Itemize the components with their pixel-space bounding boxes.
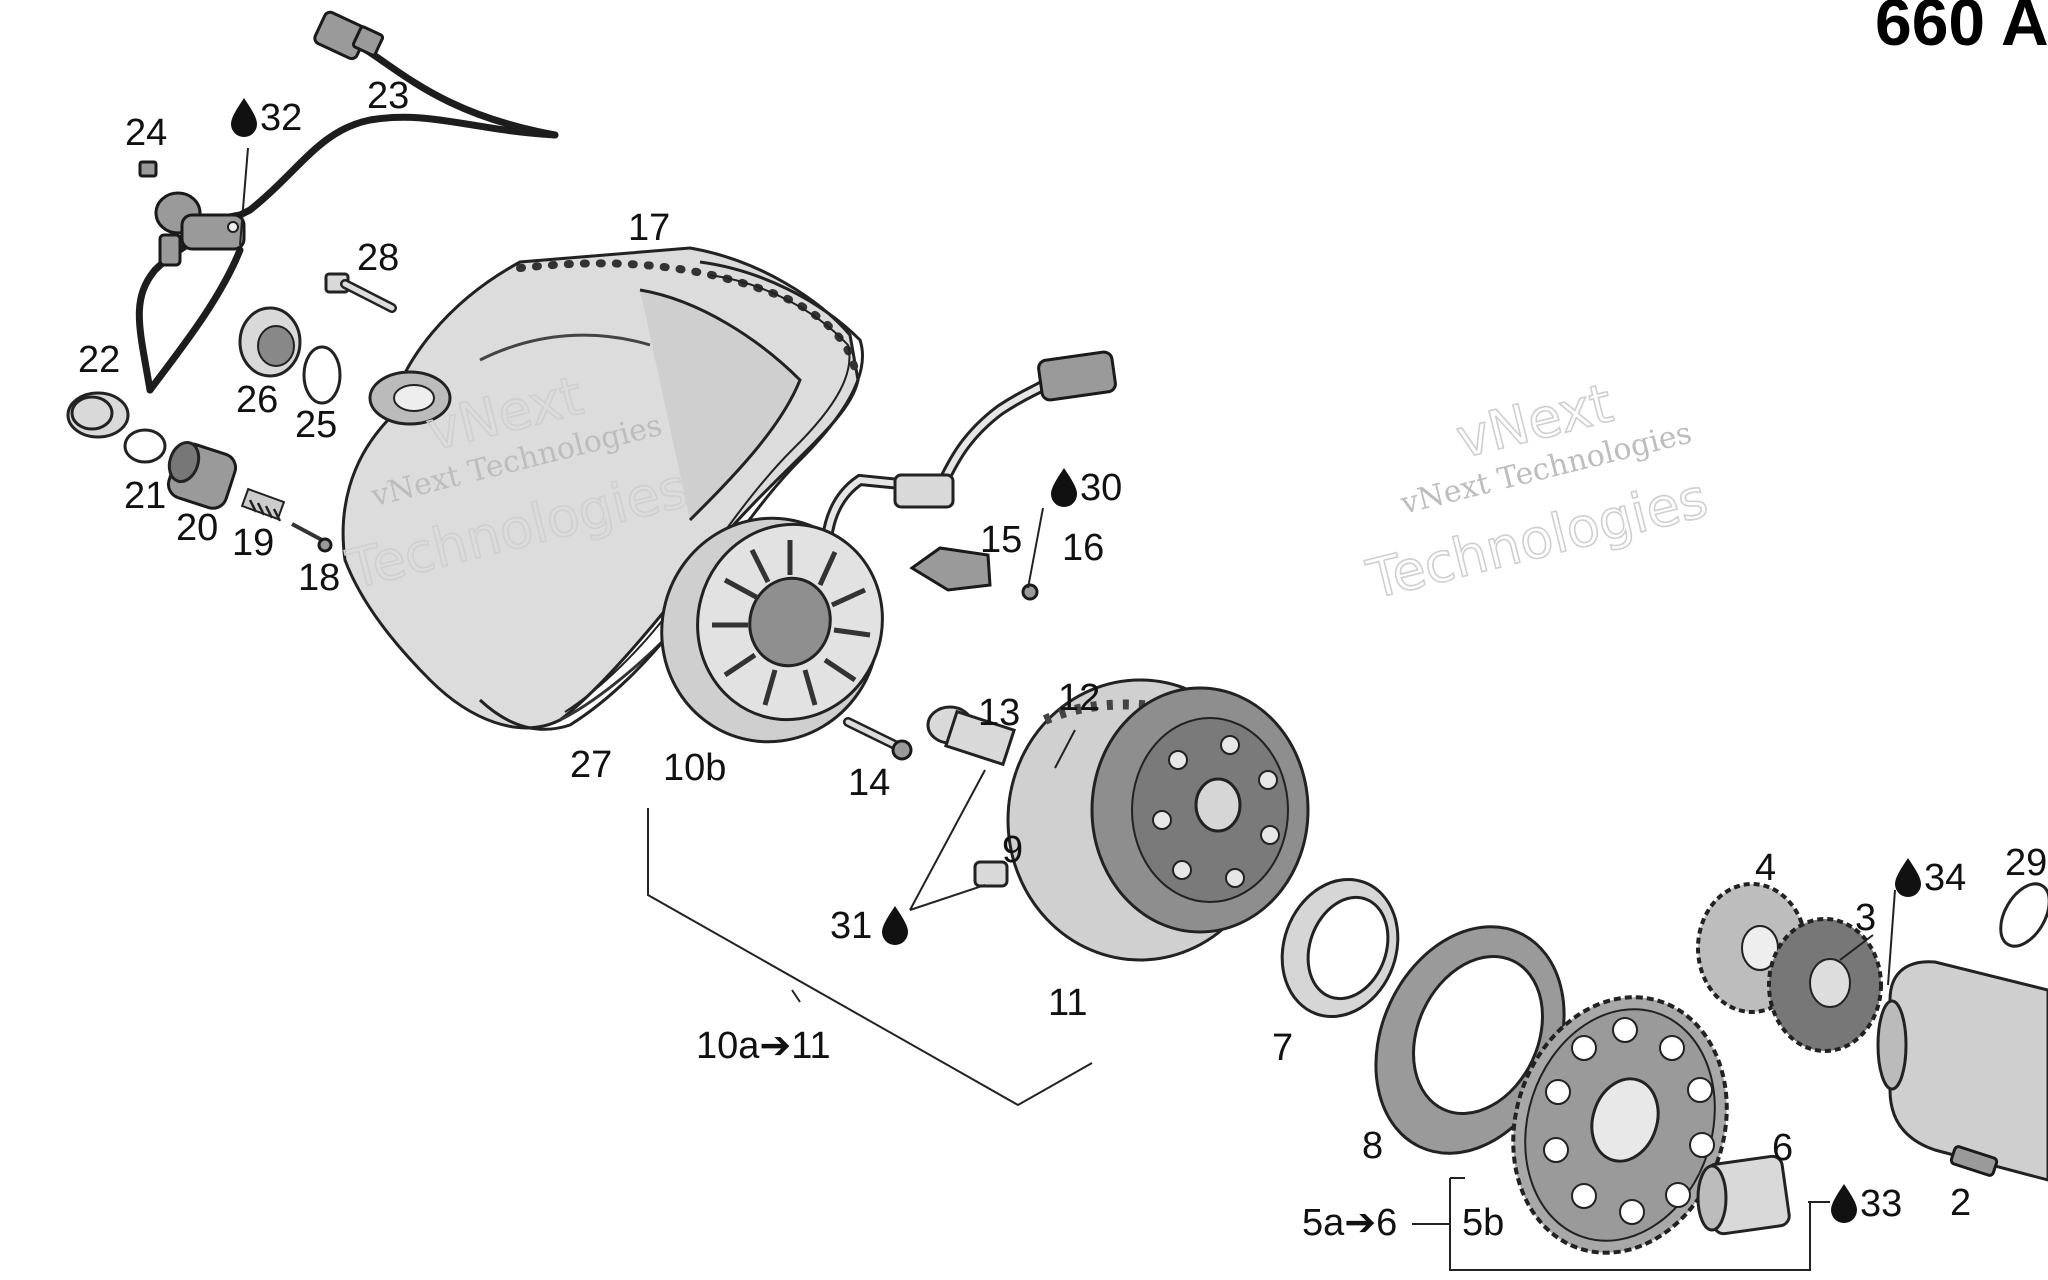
label-15: 15 (980, 519, 1022, 561)
label-6: 6 (1772, 1127, 1793, 1169)
callout-labels: 24 23 17 28 22 26 25 21 20 19 18 27 10b … (78, 75, 2047, 1244)
parts-26-25-28 (238, 272, 397, 405)
lubricant-callouts: 32 30 31 34 33 (231, 97, 1966, 1225)
label-14: 14 (848, 762, 890, 804)
label-10b: 10b (663, 747, 726, 789)
label-2: 2 (1950, 1182, 1971, 1224)
starter-gear-5b (1511, 995, 1729, 1255)
lubricant-drop-icon (882, 906, 908, 945)
label-7: 7 (1272, 1027, 1293, 1069)
lubricant-drop-icon (1051, 468, 1077, 507)
label-25: 25 (295, 404, 337, 446)
label-32: 32 (260, 97, 302, 139)
label-13: 13 (978, 692, 1020, 734)
label-33: 33 (1860, 1183, 1902, 1225)
label-16: 16 (1062, 527, 1104, 569)
label-5b: 5b (1462, 1202, 1504, 1244)
speed-sensor-24 (138, 160, 246, 267)
label-11: 11 (1048, 982, 1087, 1024)
label-34: 34 (1924, 857, 1966, 899)
label-26: 26 (236, 379, 278, 421)
flywheel-11 (1006, 678, 1310, 962)
label-3: 3 (1855, 897, 1876, 939)
sprag-housing-8 (1374, 925, 1566, 1155)
label-30: 30 (1080, 467, 1122, 509)
label-20: 20 (176, 507, 218, 549)
watermark-right: vNext Technologies Technologies vNext (1360, 371, 1714, 613)
parts-left-cluster (66, 391, 333, 553)
stator-10b (660, 516, 884, 744)
label-21: 21 (124, 475, 166, 517)
lubricant-drop-icon (1831, 1184, 1857, 1223)
label-19: 19 (232, 522, 274, 564)
label-10a-11: 10a➔11 (696, 1025, 831, 1067)
label-31: 31 (830, 905, 872, 947)
label-28: 28 (357, 237, 399, 279)
ring-7 (1280, 877, 1400, 1019)
label-24: 24 (125, 112, 167, 154)
label-18: 18 (298, 557, 340, 599)
bracket-15 (909, 546, 1039, 601)
label-4: 4 (1755, 847, 1776, 889)
label-17: 17 (628, 207, 670, 249)
label-12: 12 (1058, 677, 1100, 719)
gasket-27 (478, 260, 864, 731)
lubricant-drop-icon (231, 98, 257, 137)
label-5a-6: 5a➔6 (1302, 1202, 1397, 1244)
model-title: 660 A (1875, 0, 2048, 59)
starter-motor (1876, 882, 2048, 1182)
label-23: 23 (367, 75, 409, 117)
sensor-harness-23 (135, 10, 559, 394)
leader-lines (239, 147, 1896, 1271)
label-22: 22 (78, 339, 120, 381)
label-9: 9 (1002, 829, 1023, 871)
lubricant-drop-icon (1895, 858, 1921, 897)
label-29: 29 (2005, 842, 2047, 884)
stator-harness (820, 350, 1117, 587)
gears-4-3 (1696, 882, 1883, 1053)
bushing-6 (1696, 1154, 1791, 1236)
label-8: 8 (1362, 1125, 1383, 1167)
label-27: 27 (570, 744, 612, 786)
